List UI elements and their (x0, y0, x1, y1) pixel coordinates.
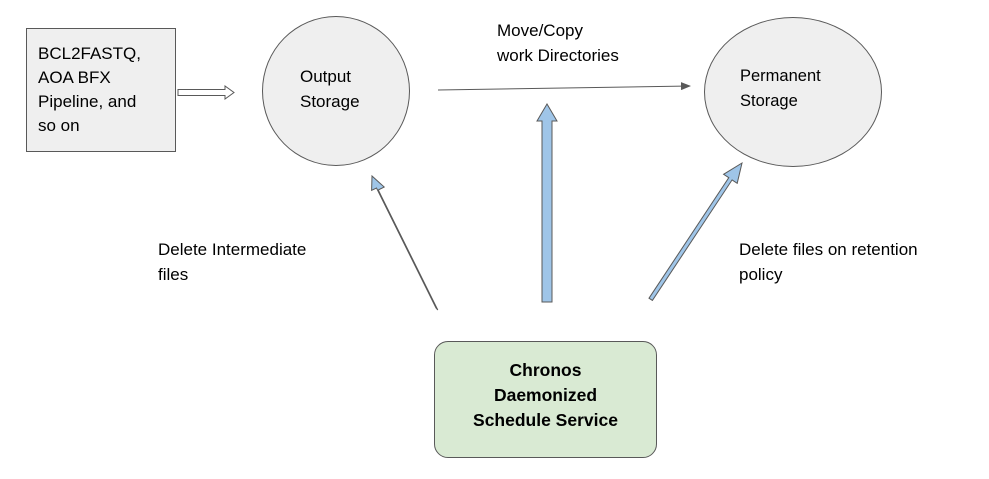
pipeline-source-label: BCL2FASTQ, AOA BFX Pipeline, and so on (38, 44, 141, 135)
service-to-move-copy-arrow (536, 103, 558, 303)
output-storage-label: Output Storage (300, 67, 360, 111)
delete-retention-arrow (648, 161, 743, 302)
schedule-service-node (434, 341, 657, 458)
permanent-storage-node (704, 17, 882, 167)
schedule-service-label: Chronos Daemonized Schedule Service (473, 360, 618, 430)
delete-intermediate-arrow (371, 174, 439, 311)
output-storage-node (262, 16, 410, 166)
permanent-storage-label: Permanent Storage (740, 67, 821, 110)
delete-retention-label: Delete files on retention policy (739, 240, 918, 284)
pipeline-source-box (26, 28, 176, 152)
move-copy-label: Move/Copy work Directories (497, 21, 619, 65)
pipeline-to-output-arrow (177, 85, 235, 100)
move-copy-arrow (437, 82, 691, 91)
delete-intermediate-label: Delete Intermediate files (158, 240, 307, 284)
